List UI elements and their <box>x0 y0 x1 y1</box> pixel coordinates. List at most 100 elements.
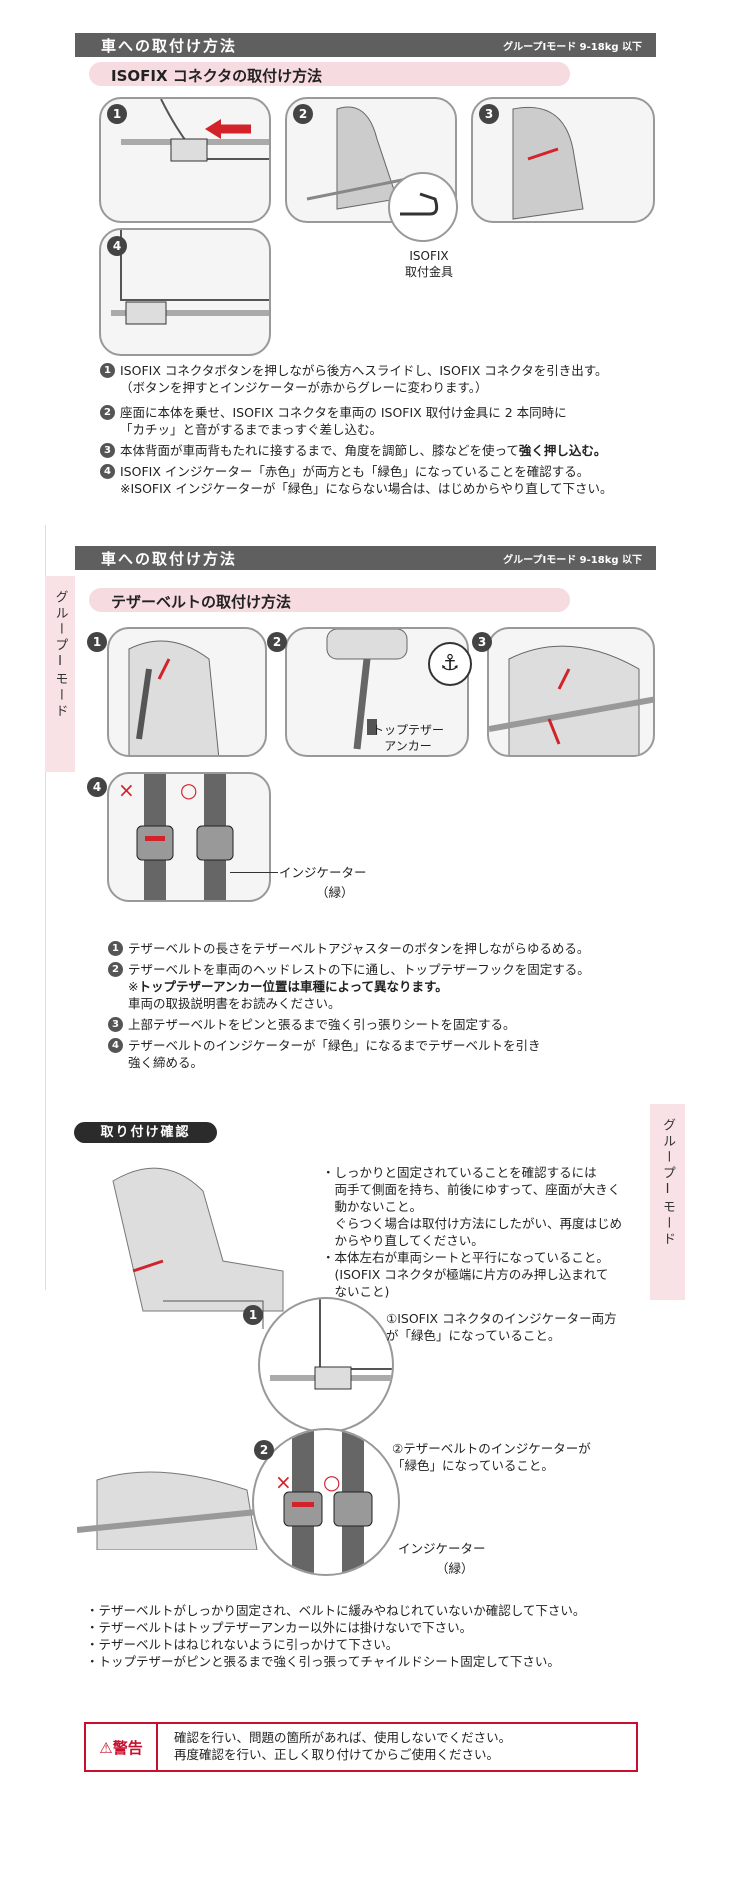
isofix-label-line: ISOFIX <box>409 249 449 263</box>
step-number: 4 <box>87 777 107 797</box>
step-number: 1 <box>87 632 107 652</box>
warning-text: 確認を行い、問題の箇所があれば、使用しないでください。 <box>174 1730 512 1745</box>
step-number: 1 <box>107 104 127 124</box>
step-number: 3 <box>479 104 499 124</box>
isofix-label: ISOFIX 取付金具 <box>405 248 453 280</box>
step-number: 1 <box>243 1305 263 1325</box>
check-pill: 取り付け確認 <box>74 1122 217 1143</box>
list-item: 1 ISOFIX コネクタボタンを押しながら後方へスライドし、ISOFIX コネク… <box>100 362 680 396</box>
seat-tether-illustration <box>76 1460 278 1551</box>
step-number: 2 <box>254 1440 274 1460</box>
step-text: テザーベルトの長さをテザーベルトアジャスターのボタンを押しながらゆるめる。 <box>128 941 590 956</box>
step-number: 2 <box>108 962 123 977</box>
step-text: テザーベルトのインジケーターが「緑色」になるまでテザーベルトを引き <box>128 1038 541 1053</box>
check-text-line: 「緑色」になっていること。 <box>392 1458 554 1473</box>
step-number: 3 <box>472 632 492 652</box>
step-text: 強く締める。 <box>128 1055 204 1070</box>
isofix-anchor-detail <box>388 172 458 242</box>
note: ・テザーベルトはトップテザーアンカー以外には掛けないで下さい。 <box>86 1620 473 1635</box>
correct-mark: ○ <box>323 1470 341 1494</box>
anchor-label-line: アンカー <box>384 739 432 753</box>
check-notes: ・テザーベルトがしっかり固定され、ベルトに緩みやねじれていないか確認して下さい。… <box>86 1602 686 1670</box>
isofix-label-line: 取付金具 <box>405 265 454 279</box>
note: ・トップテザーがピンと張るまで強く引っ張ってチャイルドシート固定して下さい。 <box>86 1654 560 1669</box>
check-circle-isofix <box>258 1297 394 1433</box>
check-bullets: ・しっかりと固定されていることを確認するには 両手て側面を持ち、前後にゆすって、… <box>322 1164 652 1300</box>
anchor-label: トップテザーアンカー <box>372 722 444 754</box>
bullet: 動かないこと。 <box>322 1199 423 1214</box>
list-item: 4 テザーベルトのインジケーターが「緑色」になるまでテザーベルトを引き強く締める。 <box>108 1037 678 1071</box>
step-number: 4 <box>107 236 127 256</box>
tether-steps-list: 1 テザーベルトの長さをテザーベルトアジャスターのボタンを押しながらゆるめる。 2… <box>108 940 678 1075</box>
step-emphasis: 強く押し込む。 <box>518 443 607 458</box>
step-number: 1 <box>100 363 115 378</box>
subsection-pill: テザーベルトの取付け方法 <box>89 588 570 612</box>
indicator-illustration <box>107 772 271 902</box>
section-title: 車への取付け方法 <box>101 549 238 568</box>
check-text-line: ②テザーベルトのインジケーターが <box>392 1441 591 1456</box>
step-note: ※ISOFIX インジケーターが「緑色」にならない場合は、はじめからやり直して下… <box>120 481 613 496</box>
bullet: (ISOFIX コネクタが極端に片方のみ押し込まれて <box>322 1267 609 1282</box>
indicator-label: インジケーター <box>398 1541 486 1556</box>
divider <box>45 525 46 1290</box>
wrong-mark: × <box>275 1470 292 1494</box>
step-number: 3 <box>100 443 115 458</box>
section-header: 車への取付け方法 グループⅠモード 9-18kg 以下 <box>75 546 656 570</box>
note-mark: ※ <box>128 979 139 994</box>
check-1-text: ①ISOFIX コネクタのインジケーター両方が「緑色」になっていること。 <box>386 1310 617 1344</box>
step-text: 上部テザーベルトをピンと張るまで強く引っ張りシートを固定する。 <box>128 1017 516 1032</box>
note: ・テザーベルトがしっかり固定され、ベルトに緩みやねじれていないか確認して下さい。 <box>86 1603 586 1618</box>
seat-check-illustration <box>83 1151 303 1331</box>
check-text-line: ①ISOFIX コネクタのインジケーター両方 <box>386 1311 617 1326</box>
step-text: ISOFIX インジケーター「赤色」が両方とも「緑色」になっていることを確認する… <box>120 464 590 479</box>
bullet: ・しっかりと固定されていることを確認するには <box>322 1165 597 1180</box>
step-text: （ボタンを押すとインジケーターが赤からグレーに変わります。） <box>120 380 488 395</box>
list-item: 3 上部テザーベルトをピンと張るまで強く引っ張りシートを固定する。 <box>108 1016 678 1033</box>
bullet: ないこと) <box>322 1284 390 1299</box>
step-text: テザーベルトを車両のヘッドレストの下に通し、トップテザーフックを固定する。 <box>128 962 590 977</box>
indicator-label: インジケーター <box>279 865 367 880</box>
anchor-label-line: トップテザー <box>372 723 445 737</box>
list-item: 2 座面に本体を乗せ、ISOFIX コネクタを車両の ISOFIX 取付け金具に … <box>100 404 680 438</box>
step-number: 2 <box>293 104 313 124</box>
warning-box: ⚠警告 確認を行い、問題の箇所があれば、使用しないでください。再度確認を行い、正… <box>84 1722 638 1772</box>
leader-line <box>230 872 278 873</box>
step-text: 座面に本体を乗せ、ISOFIX コネクタを車両の ISOFIX 取付け金具に 2… <box>120 405 567 420</box>
warning-label: ⚠警告 <box>86 1724 158 1770</box>
bullet: ぐらつく場合は取付け方法にしたがい、再度はじめ <box>322 1216 623 1231</box>
tether-illustration-3 <box>487 627 655 757</box>
side-tab: グループⅠモード <box>45 576 75 772</box>
bullet: 両手て側面を持ち、前後にゆすって、座面が大きく <box>322 1182 621 1197</box>
section-header: 車への取付け方法 グループⅠモード 9-18kg 以下 <box>75 33 656 57</box>
section-title: 車への取付け方法 <box>101 36 238 55</box>
illustration-step-1 <box>99 97 271 223</box>
side-tab: グループⅠモード <box>650 1104 685 1300</box>
illustration-step-3 <box>471 97 655 223</box>
step-number: 2 <box>100 405 115 420</box>
note: ・テザーベルトはねじれないように引っかけて下さい。 <box>86 1637 399 1652</box>
list-item: 4 ISOFIX インジケーター「赤色」が両方とも「緑色」になっていることを確認す… <box>100 463 680 497</box>
step-number: 4 <box>108 1038 123 1053</box>
step-emphasis: トップテザーアンカー位置は車種によって異なります。 <box>138 979 448 994</box>
step-text: ISOFIX コネクタボタンを押しながら後方へスライドし、ISOFIX コネクタ… <box>120 363 608 378</box>
step-number: 1 <box>108 941 123 956</box>
tether-illustration-1 <box>107 627 267 757</box>
check-2-text: ②テザーベルトのインジケーターが「緑色」になっていること。 <box>392 1440 591 1474</box>
list-item: 1 テザーベルトの長さをテザーベルトアジャスターのボタンを押しながらゆるめる。 <box>108 940 678 957</box>
step-number: 2 <box>267 632 287 652</box>
illustration-step-4 <box>99 228 271 356</box>
step-number: 4 <box>100 464 115 479</box>
indicator-color: （緑） <box>436 1561 474 1576</box>
list-item: 2 テザーベルトを車両のヘッドレストの下に通し、トップテザーフックを固定する。 ※ト… <box>108 961 678 1012</box>
section-subtitle: グループⅠモード 9-18kg 以下 <box>503 554 642 566</box>
bullet: からやり直してください。 <box>322 1233 484 1248</box>
section-subtitle: グループⅠモード 9-18kg 以下 <box>503 41 642 53</box>
wrong-mark: × <box>118 778 135 802</box>
step-number: 3 <box>108 1017 123 1032</box>
bullet: ・本体左右が車両シートと平行になっていること。 <box>322 1250 609 1265</box>
subsection-pill: ISOFIX コネクタの取付け方法 <box>89 62 570 86</box>
tether-anchor-icon: ⚓ <box>428 642 472 686</box>
warning-text: 再度確認を行い、正しく取り付けてからご使用ください。 <box>174 1747 500 1762</box>
step-note: 車両の取扱説明書をお読みください。 <box>128 996 341 1011</box>
